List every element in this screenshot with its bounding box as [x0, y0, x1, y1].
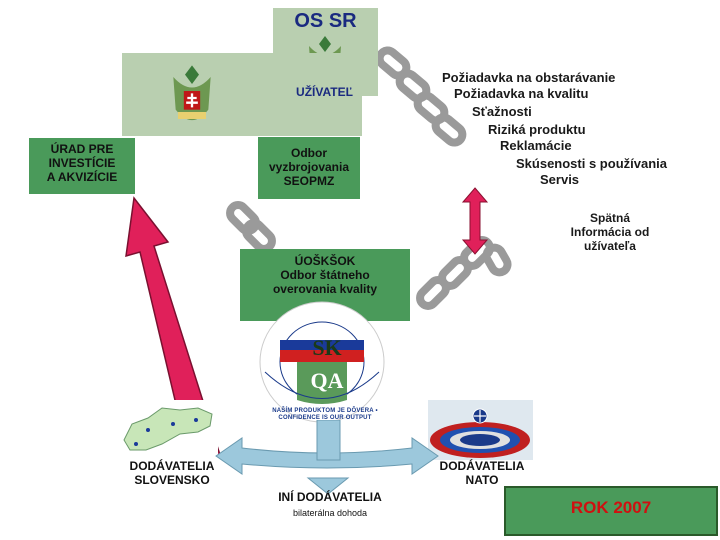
armament-line-1: Odbor: [291, 146, 327, 160]
armament-line-2: vyzbrojovania: [268, 159, 350, 174]
quality-logo-emblem: [259, 301, 385, 423]
feedback-line-1: Spätná: [589, 211, 630, 225]
suppliers-blue-arrow: [215, 420, 439, 495]
slovakia-map-image: [118, 400, 218, 458]
requirement-item: Riziká produktu: [488, 122, 586, 137]
supplier-nato-label: DODÁVATELIA NATO: [422, 459, 542, 488]
requirement-item: Sťažnosti: [472, 104, 532, 119]
armament-department-box: Odbor vyzbrojovania SEOPMZ: [258, 137, 360, 199]
requirement-item: Požiadavka na kvalitu: [454, 86, 589, 101]
crest-emblem-icon: [173, 65, 211, 121]
os-sr-title: OS SR: [294, 10, 357, 32]
feedback-text: Spätná Informácia od užívateľa: [550, 211, 670, 253]
user-box: UŽÍVATEĽ: [122, 53, 362, 136]
requirement-item: Skúsenosti s používania: [516, 156, 667, 171]
feedback-line-2: Informácia od: [570, 224, 650, 239]
supplier-other-sub: bilaterálna dohoda: [292, 508, 368, 518]
feedback-double-arrow: [461, 187, 489, 255]
requirements-list: Požiadavka na obstarávanie Požiadavka na…: [420, 70, 700, 190]
supplier-slovakia-label: DODÁVATELIA SLOVENSKO: [112, 459, 232, 488]
supplier-other-label: INÍ DODÁVATELIA: [278, 490, 382, 504]
year-box: ROK 2007: [504, 486, 718, 536]
quality-line-3: overovania kvality: [272, 281, 378, 296]
quality-line-1: ÚOŠKŠOK: [294, 254, 356, 268]
procurement-line-2: INVESTÍCIE: [48, 155, 116, 170]
nato-flags-image: [428, 400, 533, 460]
armament-line-3: SEOPMZ: [283, 173, 335, 188]
requirement-item: Požiadavka na obstarávanie: [442, 70, 616, 85]
requirement-item: Reklamácie: [500, 138, 572, 153]
supplier-sk-line-1: DODÁVATELIA: [129, 459, 215, 473]
procurement-office-box: ÚRAD PRE INVESTÍCIE A AKVIZÍCIE: [29, 138, 135, 194]
supplier-nato-line-2: NATO: [465, 472, 499, 487]
feedback-line-3: užívateľa: [584, 238, 636, 253]
logo-letters-bottom: QA: [310, 368, 344, 393]
user-label: UŽÍVATEĽ: [296, 85, 353, 99]
quality-line-2: Odbor štátneho: [280, 267, 370, 282]
requirement-item: Servis: [540, 172, 580, 187]
supplier-sk-line-2: SLOVENSKO: [134, 472, 210, 487]
procurement-line-1: ÚRAD PRE: [50, 142, 114, 156]
procurement-line-3: A AKVIZÍCIE: [46, 169, 118, 184]
quality-verification-box: ÚOŠKŠOK Odbor štátneho overovania kvalit…: [240, 249, 410, 321]
logo-letters-top: SK: [312, 335, 342, 360]
year-label: ROK 2007: [570, 498, 652, 517]
logo-ring-text: NAŠÍM PRODUKTOM JE DÔVERA • CONFIDENCE I…: [272, 408, 378, 421]
supplier-nato-line-1: DODÁVATELIA: [439, 459, 525, 473]
